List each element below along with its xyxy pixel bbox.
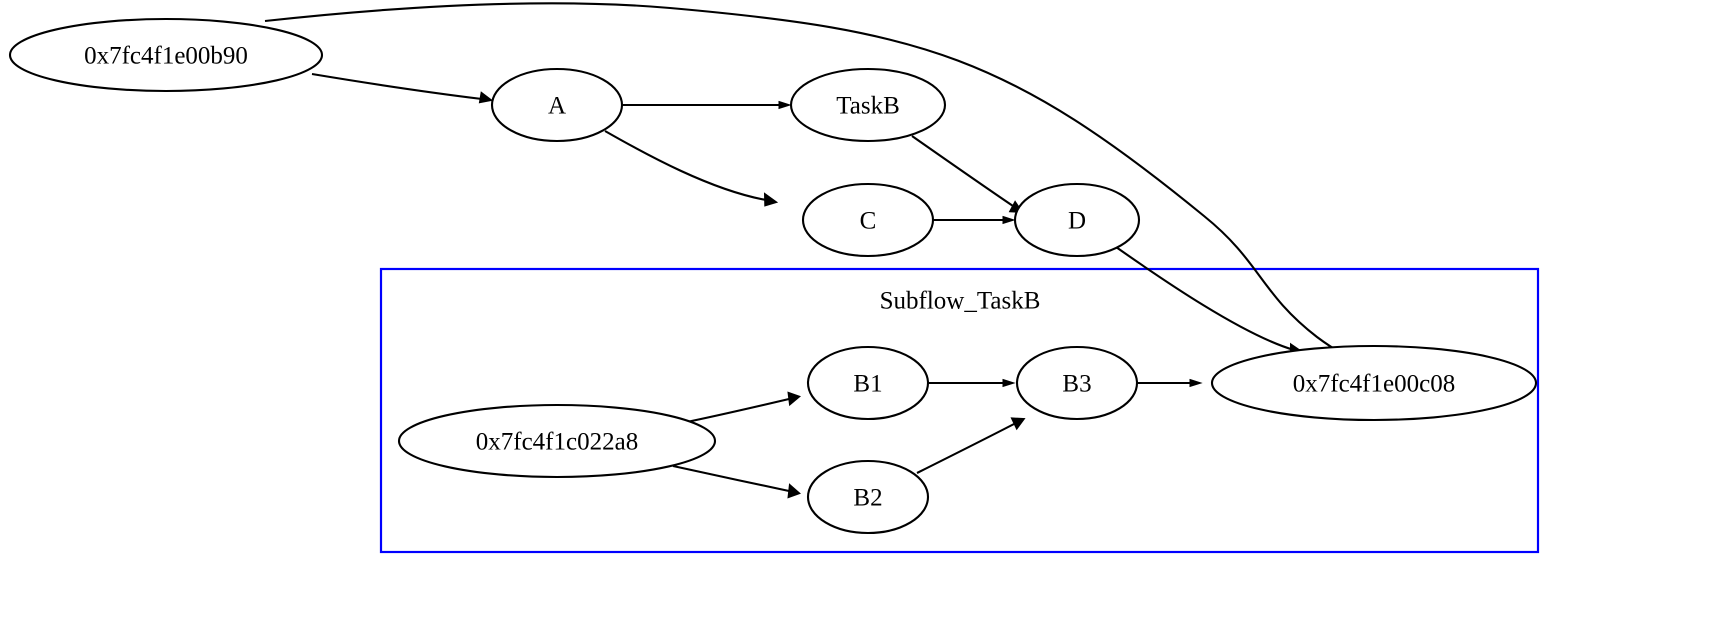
node-b3[interactable]: B3 xyxy=(1015,345,1139,421)
edge-line xyxy=(681,397,790,425)
edge-start-to-a xyxy=(311,72,494,104)
node-c[interactable]: C xyxy=(801,182,935,258)
node-ellipse[interactable] xyxy=(1210,344,1538,422)
edge-start-to-end xyxy=(264,2,1353,362)
node-ellipse[interactable] xyxy=(1015,345,1139,421)
edge-c-to-d xyxy=(933,215,1016,225)
edge-a-to-c xyxy=(604,130,779,207)
node-start[interactable]: 0x7fc4f1e00b90 xyxy=(8,17,324,93)
edge-b2-to-b3 xyxy=(916,417,1026,474)
arrowhead xyxy=(1002,215,1016,225)
cluster-label-subflow-taskb: Subflow_TaskB xyxy=(880,288,1041,315)
cluster-border xyxy=(379,267,1540,554)
edge-layer xyxy=(264,2,1353,499)
node-ellipse[interactable] xyxy=(1013,182,1141,258)
node-b2[interactable]: B2 xyxy=(806,459,930,535)
node-ellipse[interactable] xyxy=(806,345,930,421)
arrowhead xyxy=(1189,378,1203,388)
edge-substart-to-b1 xyxy=(681,391,801,425)
node-ellipse[interactable] xyxy=(789,67,947,143)
arrowhead xyxy=(1002,378,1016,388)
arrowhead xyxy=(787,391,801,407)
arrowhead xyxy=(763,192,779,207)
edge-substart-to-b2 xyxy=(672,464,801,499)
arrowhead xyxy=(478,91,494,104)
node-a[interactable]: A xyxy=(490,67,624,143)
edge-a-to-taskb xyxy=(622,100,792,110)
edge-d-to-end xyxy=(1115,246,1305,357)
node-ellipse[interactable] xyxy=(397,403,717,479)
node-substart[interactable]: 0x7fc4f1c022a8 xyxy=(397,403,717,479)
node-b1[interactable]: B1 xyxy=(806,345,930,421)
node-ellipse[interactable] xyxy=(801,182,935,258)
edge-line xyxy=(1115,246,1295,352)
edge-taskb-to-d xyxy=(911,135,1024,214)
arrowhead xyxy=(1010,417,1026,431)
edge-line xyxy=(264,2,1344,355)
edge-line xyxy=(311,72,483,101)
edge-line xyxy=(916,423,1015,474)
edge-line xyxy=(604,130,767,202)
node-ellipse[interactable] xyxy=(490,67,624,143)
edge-b3-to-end xyxy=(1137,378,1203,388)
node-ellipse[interactable] xyxy=(806,459,930,535)
arrowhead xyxy=(778,100,792,110)
edge-line xyxy=(672,464,790,493)
node-taskb[interactable]: TaskB xyxy=(789,67,947,143)
node-layer: 0x7fc4f1e00b90 A TaskB C D 0x7fc4f1c022a xyxy=(8,17,1538,535)
arrowhead xyxy=(787,483,801,499)
edge-b1-to-b3 xyxy=(928,378,1016,388)
node-ellipse[interactable] xyxy=(8,17,324,93)
node-end[interactable]: 0x7fc4f1e00c08 xyxy=(1210,344,1538,422)
node-d[interactable]: D xyxy=(1013,182,1141,258)
edge-line xyxy=(911,135,1014,207)
